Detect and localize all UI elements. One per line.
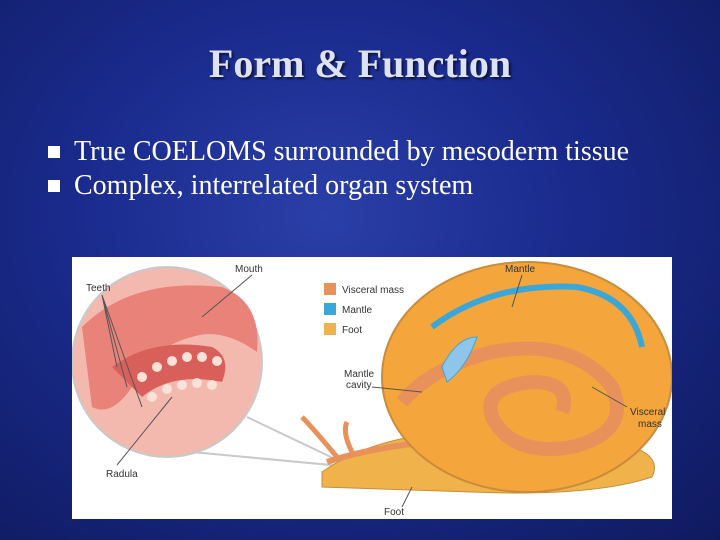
square-bullet-icon: [48, 180, 60, 192]
slide-title: Form & Function: [208, 41, 512, 86]
label-mantle: Mantle: [505, 264, 535, 275]
snail-diagram: Visceral mass Mantle Foot Mouth Teeth Ra…: [72, 261, 672, 518]
label-radula: Radula: [106, 469, 138, 480]
label-visceral-2: mass: [638, 419, 662, 430]
bullet-item: True COELOMS surrounded by mesoderm tiss…: [48, 135, 688, 169]
label-foot: Foot: [384, 507, 404, 518]
mantle-band: [430, 283, 645, 348]
mantle-cavity: [441, 336, 478, 383]
radula-tissue: [112, 344, 226, 397]
legend-visceral-swatch: [324, 283, 336, 295]
label-mouth: Mouth: [235, 264, 263, 275]
snail-anatomy-figure: Visceral mass Mantle Foot Mouth Teeth Ra…: [72, 257, 672, 519]
visceral-mass-spiral: [396, 341, 624, 456]
legend-mantle-swatch: [324, 303, 336, 315]
label-mantle-cavity-2: cavity: [346, 380, 372, 391]
callout-lines: [101, 274, 628, 508]
bullet-text: Complex, interrelated organ system: [74, 170, 474, 201]
radula-teeth: [137, 352, 222, 402]
label-mantle-cavity-1: Mantle: [344, 369, 374, 380]
bullet-text: True COELOMS surrounded by mesoderm tiss…: [74, 136, 630, 167]
bullet-list: True COELOMS surrounded by mesoderm tiss…: [48, 135, 688, 203]
label-teeth: Teeth: [86, 283, 110, 294]
bullet-item: Complex, interrelated organ system: [48, 169, 688, 203]
legend-visceral-label: Visceral mass: [342, 285, 404, 296]
label-visceral-1: Visceral: [630, 407, 665, 418]
legend-foot-label: Foot: [342, 325, 362, 336]
square-bullet-icon: [48, 146, 60, 158]
tentacles: [300, 415, 355, 459]
legend-foot-swatch: [324, 323, 336, 335]
legend-mantle-label: Mantle: [342, 305, 372, 316]
